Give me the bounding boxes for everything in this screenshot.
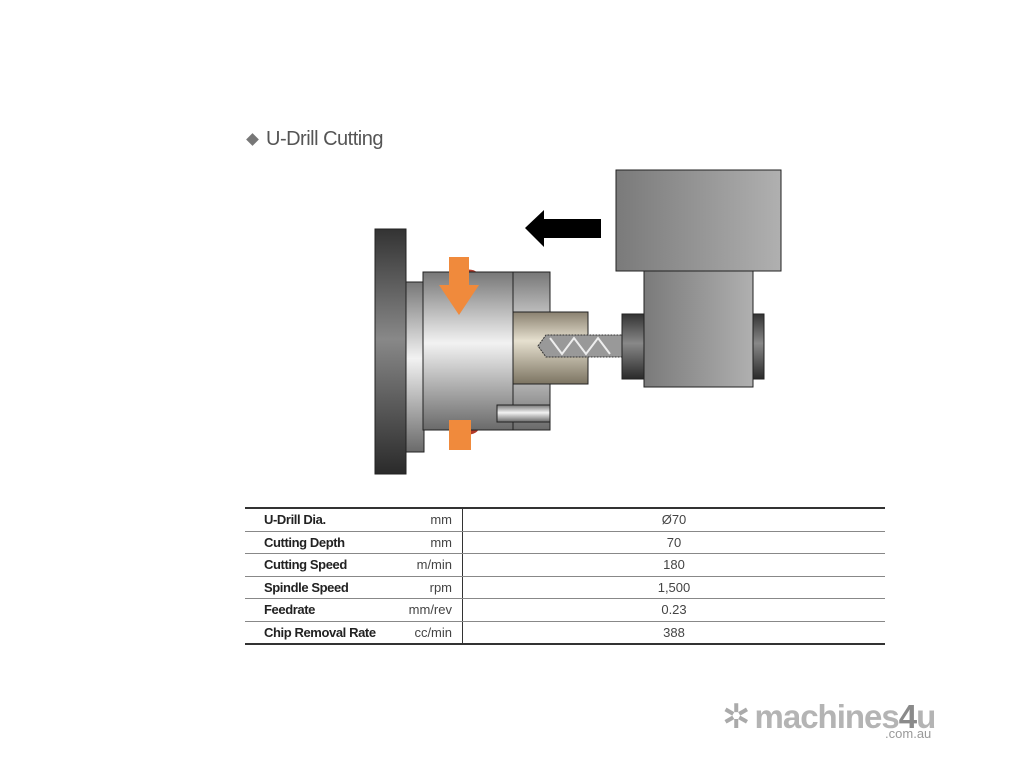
rotation-arrow-icon	[439, 257, 479, 450]
feed-direction-arrow-icon	[525, 210, 601, 247]
machines4u-logo: ✲ machines4u .com.au	[722, 698, 937, 742]
page-title: U-Drill Cutting	[246, 128, 383, 151]
drill-bit	[537, 334, 623, 358]
logo-wordmark: machines4u	[754, 698, 937, 735]
logo-u: u	[916, 698, 936, 735]
snowflake-logo-icon: ✲	[722, 698, 751, 736]
logo-four: 4	[898, 698, 917, 735]
tool-housing	[615, 169, 782, 388]
title-text: U-Drill Cutting	[266, 128, 383, 150]
faceplate	[374, 228, 425, 475]
logo-name: machines	[754, 698, 900, 735]
logo-domain: .com.au	[885, 726, 932, 741]
